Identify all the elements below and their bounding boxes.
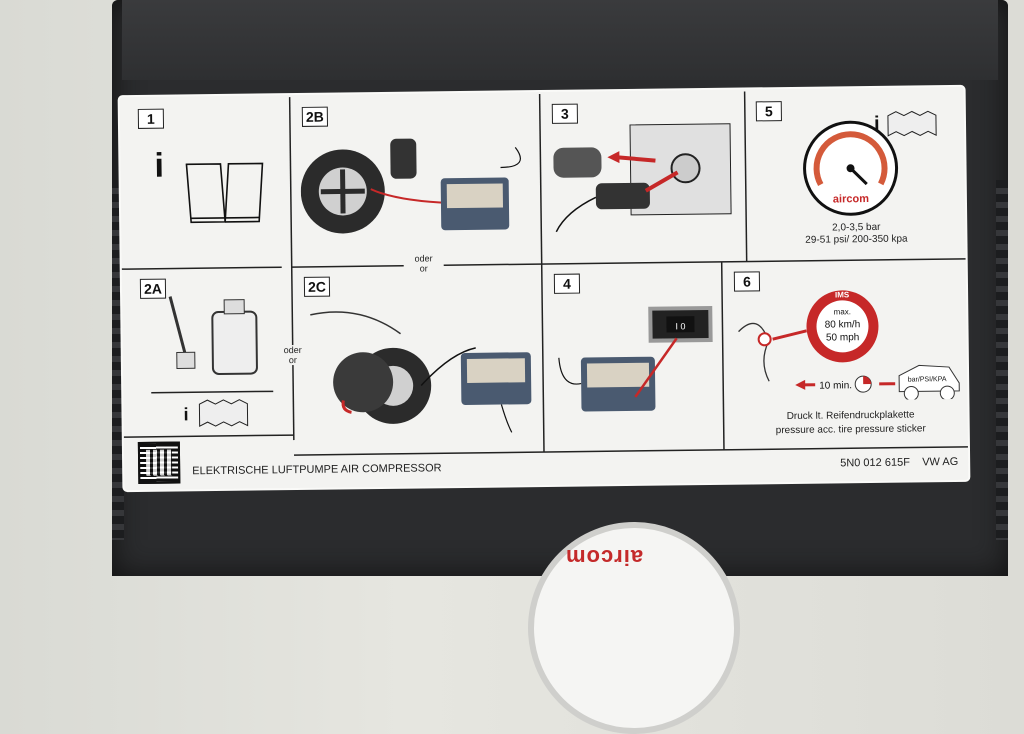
- tyre-inflation-illustration: [310, 311, 532, 433]
- car-label-text: bar/PSI/KPA: [908, 376, 947, 383]
- speed-mph-text: 50 mph: [826, 332, 859, 343]
- power-socket-illustration: [553, 123, 732, 233]
- svg-text:i: i: [183, 404, 188, 424]
- panel-1-number: 1: [137, 108, 165, 129]
- oder-label-1: oder: [414, 253, 433, 264]
- info-leaflet-icon-2: i: [183, 399, 249, 428]
- or-label-1: or: [419, 263, 428, 274]
- badge-top-text: IMS: [835, 290, 850, 299]
- compressor-top: [122, 0, 998, 80]
- label-grid: [121, 91, 968, 456]
- instruction-label: 1 i 2B 3 5 i: [119, 86, 969, 491]
- tyre-sealant-illustration: [300, 138, 521, 234]
- manufacturer: VW AG: [922, 455, 959, 469]
- qr-code: [137, 441, 181, 484]
- speed-limit-illustration: IMS max. 80 km/h 50 mph 10 min. bar/PSI/…: [738, 290, 960, 402]
- panel-5-number: 5: [755, 101, 782, 122]
- grip-ribs-right: [996, 180, 1008, 540]
- switch-label: I 0: [675, 321, 685, 331]
- info-leaflet-icon: i: [874, 110, 937, 137]
- gauge-brand-text: aircom: [833, 193, 869, 205]
- part-number: 5N0 012 615F: [840, 456, 910, 470]
- manual-book-icon: i: [154, 147, 264, 224]
- sealant-bottle-illustration: [168, 296, 258, 375]
- svg-text:i: i: [154, 147, 164, 185]
- panel-2b-number: 2B: [301, 106, 329, 127]
- speed-kmh-text: 80 km/h: [825, 319, 861, 330]
- speed-max-text: max.: [834, 307, 851, 316]
- time-text: 10 min.: [819, 380, 852, 391]
- gauge-brand: aircom: [565, 545, 644, 570]
- svg-text:i: i: [874, 113, 880, 135]
- gauge-dial-icon: aircom: [803, 120, 899, 216]
- compressor-switch-illustration: I 0: [558, 305, 713, 412]
